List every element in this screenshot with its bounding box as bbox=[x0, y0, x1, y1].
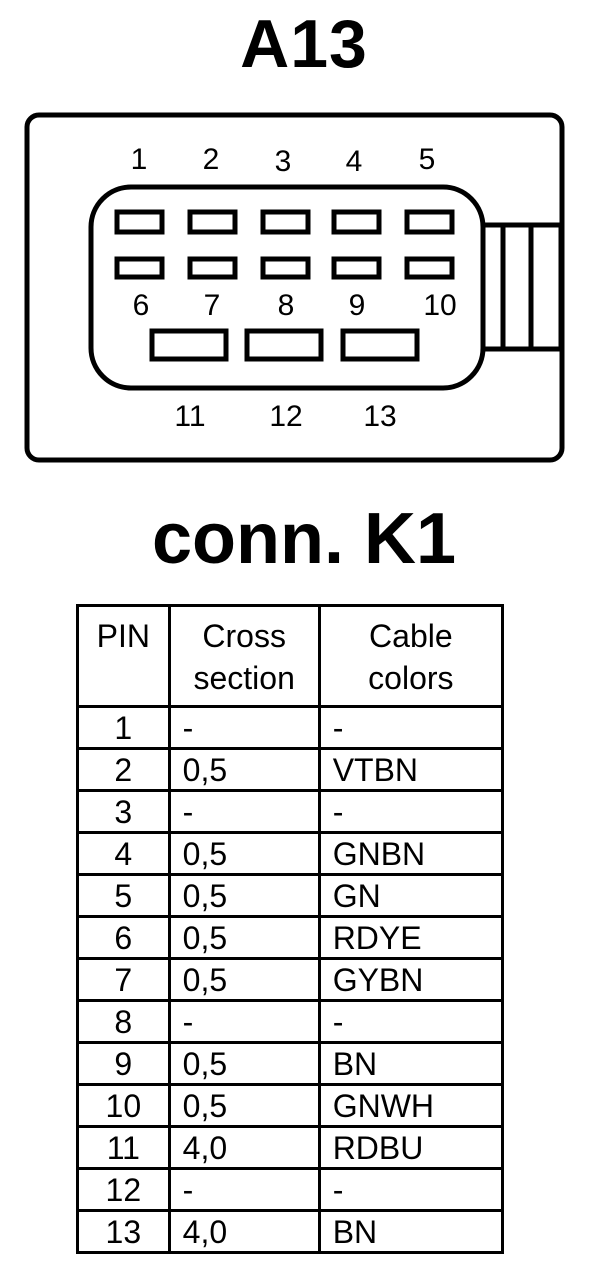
table-title: conn. K1 bbox=[151, 499, 457, 579]
cross-section-cell: - bbox=[167, 999, 321, 1044]
table-row: 12-- bbox=[76, 1167, 505, 1212]
cable-color-cell: VTBN bbox=[317, 747, 505, 792]
pin-label: 5 bbox=[419, 143, 436, 176]
pin-label: 2 bbox=[203, 143, 220, 176]
pin-label: 10 bbox=[423, 289, 456, 322]
header-pin: PIN bbox=[76, 604, 171, 708]
pin-cell: 1 bbox=[76, 705, 171, 750]
pin-label: 6 bbox=[133, 289, 150, 322]
contact-5 bbox=[404, 209, 455, 235]
cable-color-cell: - bbox=[317, 999, 505, 1044]
contact-8 bbox=[260, 256, 311, 280]
contact-11 bbox=[149, 328, 229, 362]
contact-13 bbox=[340, 328, 420, 362]
cable-color-cell: GNBN bbox=[317, 831, 505, 876]
pin-cell: 7 bbox=[76, 957, 171, 1002]
middle-row-contacts bbox=[114, 256, 455, 280]
cross-section-cell: - bbox=[167, 1167, 321, 1212]
pin-cell: 6 bbox=[76, 915, 171, 960]
contact-3 bbox=[260, 209, 311, 235]
cable-color-cell: - bbox=[317, 789, 505, 834]
cross-section-cell: - bbox=[167, 789, 321, 834]
connector-diagram: 1 2 3 4 5 6 7 8 9 10 11 12 13 bbox=[24, 112, 565, 463]
pin-cell: 5 bbox=[76, 873, 171, 918]
contact-10 bbox=[404, 256, 455, 280]
pin-label: 11 bbox=[174, 400, 205, 433]
cross-section-cell: 0,5 bbox=[167, 957, 321, 1002]
cross-section-cell: - bbox=[167, 705, 321, 750]
table-row: 3-- bbox=[76, 789, 505, 834]
cable-color-cell: GYBN bbox=[317, 957, 505, 1002]
cross-section-cell: 0,5 bbox=[167, 915, 321, 960]
table-row: 8-- bbox=[76, 999, 505, 1044]
pin-label: 13 bbox=[363, 400, 396, 433]
contact-1 bbox=[114, 209, 165, 235]
connector-housing bbox=[88, 184, 486, 391]
pin-cell: 4 bbox=[76, 831, 171, 876]
contact-7 bbox=[187, 256, 238, 280]
cable-color-cell: BN bbox=[317, 1209, 505, 1254]
cross-section-cell: 0,5 bbox=[167, 873, 321, 918]
pin-label: 8 bbox=[278, 289, 295, 322]
pin-cell: 10 bbox=[76, 1083, 171, 1128]
pin-label: 4 bbox=[346, 145, 363, 178]
bottom-row-contacts bbox=[149, 328, 420, 362]
pin-cell: 11 bbox=[76, 1125, 171, 1170]
contact-4 bbox=[331, 209, 382, 235]
contact-2 bbox=[187, 209, 238, 235]
cross-section-cell: 0,5 bbox=[167, 1041, 321, 1086]
contact-12 bbox=[244, 328, 324, 362]
pin-cell: 13 bbox=[76, 1209, 171, 1254]
pin-label: 12 bbox=[269, 400, 302, 433]
cross-section-cell: 4,0 bbox=[167, 1209, 321, 1254]
pin-cell: 2 bbox=[76, 747, 171, 792]
cable-color-cell: RDBU bbox=[317, 1125, 505, 1170]
cross-section-cell: 0,5 bbox=[167, 1083, 321, 1128]
cable-color-cell: - bbox=[317, 705, 505, 750]
cable-color-cell: RDYE bbox=[317, 915, 505, 960]
pin-label: 3 bbox=[275, 145, 292, 178]
cross-section-cell: 0,5 bbox=[167, 831, 321, 876]
pin-label: 7 bbox=[204, 289, 221, 322]
cable-color-cell: BN bbox=[317, 1041, 505, 1086]
cross-section-cell: 4,0 bbox=[167, 1125, 321, 1170]
connector-title: A13 bbox=[240, 6, 368, 82]
pin-label: 9 bbox=[349, 289, 366, 322]
top-row-contacts bbox=[114, 209, 455, 235]
pin-label: 1 bbox=[131, 143, 148, 176]
connector-latch bbox=[476, 222, 564, 352]
cable-color-cell: - bbox=[317, 1167, 505, 1212]
contact-6 bbox=[114, 256, 165, 280]
table-row: 1-- bbox=[76, 705, 505, 750]
contact-9 bbox=[331, 256, 382, 280]
cross-section-cell: 0,5 bbox=[167, 747, 321, 792]
cable-color-cell: GNWH bbox=[317, 1083, 505, 1128]
pin-cell: 3 bbox=[76, 789, 171, 834]
pin-cell: 8 bbox=[76, 999, 171, 1044]
cable-color-cell: GN bbox=[317, 873, 505, 918]
pin-cell: 9 bbox=[76, 1041, 171, 1086]
pin-cell: 12 bbox=[76, 1167, 171, 1212]
